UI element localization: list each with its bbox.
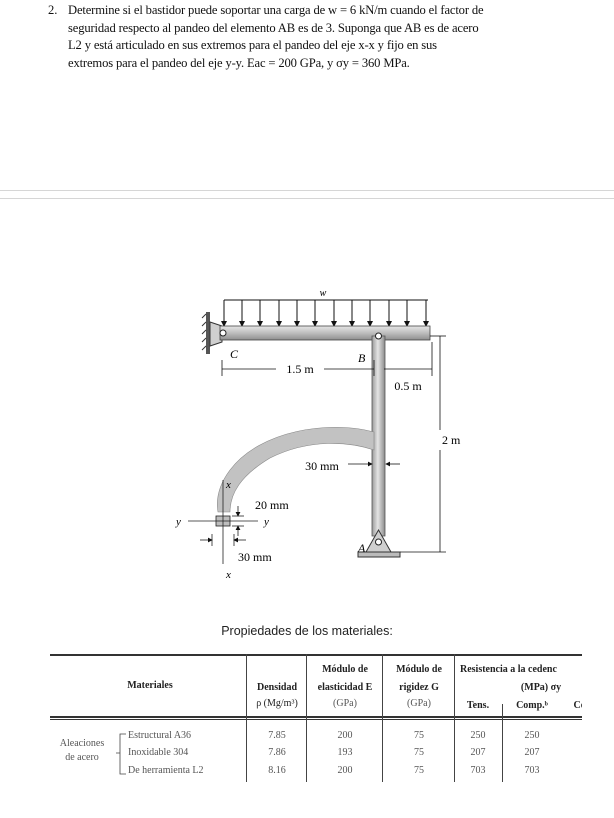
header-modulo-e: Módulo de — [322, 664, 368, 675]
axis-y-right: y — [263, 516, 269, 528]
load-label: w — [320, 288, 327, 299]
row-tens: 703 — [470, 765, 486, 776]
label-a: A — [357, 541, 366, 555]
label-c: C — [230, 347, 239, 361]
header-modulo-g: Módulo de — [396, 664, 442, 675]
section-callout — [217, 427, 375, 513]
pin-c — [219, 329, 227, 337]
dim-height-label: 2 m — [442, 433, 461, 447]
row-g: 75 — [414, 747, 424, 758]
header-materiales: Materiales — [127, 680, 173, 691]
column-divider — [306, 654, 307, 782]
dimension-overhang — [384, 342, 433, 376]
row-comp: 703 — [524, 765, 540, 776]
group-bracket — [116, 733, 126, 775]
pin-b — [375, 332, 382, 340]
dim-overhang-label: 0.5 m — [394, 379, 422, 393]
row-g: 75 — [414, 730, 424, 741]
row-density: 7.85 — [268, 730, 286, 741]
separator-line — [0, 198, 614, 199]
row-shear: – — [562, 747, 582, 758]
row-shear: – — [562, 765, 582, 776]
column-divider — [502, 704, 503, 782]
dim-span-label: 1.5 m — [286, 362, 314, 376]
row-name: De herramienta L2 — [128, 765, 204, 776]
frame-diagram: w — [175, 288, 461, 580]
axis-x-bottom: x — [225, 569, 231, 580]
wall-support — [201, 312, 223, 354]
row-comp: 207 — [524, 747, 540, 758]
dimension-span — [221, 360, 375, 376]
row-tens: 250 — [470, 730, 486, 741]
pin-support-a — [357, 528, 401, 558]
header-modulo-g-2: rigidez G — [399, 682, 439, 693]
row-g: 75 — [414, 765, 424, 776]
problem-line-2: seguridad respecto al pandeo del element… — [68, 20, 479, 35]
row-e: 193 — [337, 747, 353, 758]
separator-line — [0, 190, 614, 191]
row-density: 8.16 — [268, 765, 286, 776]
row-e: 200 — [337, 730, 353, 741]
row-name: Inoxidable 304 — [128, 747, 189, 758]
dim-section-width-label: 20 mm — [255, 498, 289, 512]
row-name: Estructural A36 — [128, 730, 192, 741]
group-label-2: de acero — [65, 752, 99, 763]
column-divider — [454, 654, 455, 782]
row-shear: – — [562, 730, 582, 741]
problem-line-4: extremos para el pandeo del eje y-y. Eac… — [68, 55, 410, 70]
header-comp: Comp.ᵇ — [516, 700, 548, 711]
problem-statement: 2. Determine si el bastidor puede soport… — [48, 2, 604, 72]
table-header-rule — [50, 719, 582, 720]
problem-line-1: Determine si el bastidor puede soportar … — [68, 3, 484, 17]
header-resistencia: Resistencia a la cedenc — [460, 664, 557, 675]
header-modulo-g-unit: (GPa) — [407, 698, 431, 709]
header-densidad: Densidad — [256, 682, 297, 693]
dim-section-depth-label: 30 mm — [305, 459, 339, 473]
header-resistencia-unit: (MPa) σy — [520, 682, 562, 693]
group-label: Aleaciones — [59, 738, 105, 749]
dimension-height — [400, 335, 446, 553]
label-b: B — [358, 351, 366, 365]
header-modulo-e-2: elasticidad E — [317, 682, 373, 693]
beam-cb — [219, 325, 431, 341]
table-header-rule — [50, 716, 582, 718]
problem-line-3: L2 y está articulado en sus extremos par… — [68, 38, 437, 52]
header-densidad-unit: ρ (Mg/m³) — [256, 698, 298, 709]
frame-figure: w — [160, 280, 480, 580]
row-density: 7.86 — [268, 747, 286, 758]
table-caption: Propiedades de los materiales: — [221, 624, 393, 638]
row-comp: 250 — [524, 730, 540, 741]
materials-table: Materiales Densidad ρ (Mg/m³) Módulo de … — [50, 654, 582, 782]
axis-y-left: y — [175, 516, 181, 528]
problem-number: 2. — [48, 3, 58, 17]
column-divider — [246, 654, 247, 782]
row-tens: 207 — [470, 747, 486, 758]
cross-section — [188, 480, 258, 564]
distributed-load — [221, 299, 429, 327]
header-corta: Corta — [573, 700, 583, 711]
header-modulo-e-unit: (GPa) — [333, 698, 357, 709]
row-e: 200 — [337, 765, 353, 776]
table-top-rule — [50, 654, 582, 656]
header-tens: Tens. — [466, 700, 490, 711]
column-divider — [382, 654, 383, 782]
axis-x-top: x — [225, 479, 231, 491]
dim-section-bottom-label: 30 mm — [238, 550, 272, 564]
